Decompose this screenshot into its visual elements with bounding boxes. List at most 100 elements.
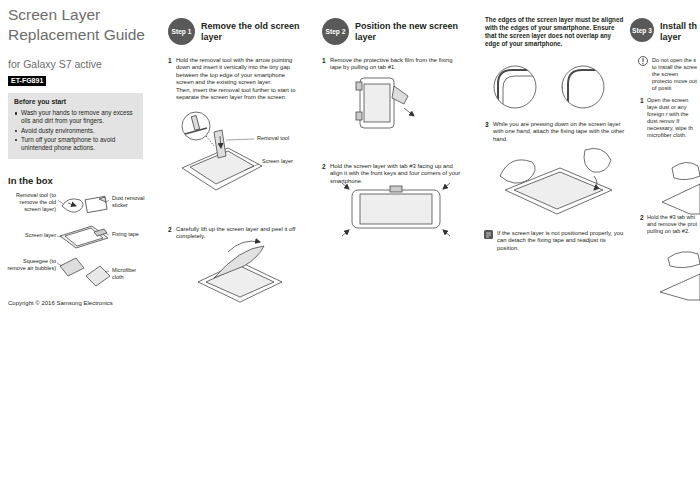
model-badge: ET-FG891	[8, 76, 46, 86]
tool-arrow	[68, 203, 76, 206]
instruction-text: Then, insert the removal tool further to…	[176, 87, 304, 102]
edge-detail-circles	[562, 64, 615, 115]
corner-arrow	[443, 183, 450, 189]
callout-number: 1	[640, 97, 644, 105]
tape-tab	[356, 82, 362, 90]
bullet-item: Avoid dusty environments.	[14, 127, 137, 135]
part-name: Microfiber cloth	[112, 267, 148, 281]
phone-drawing	[352, 190, 440, 228]
step2-film-illustration	[356, 78, 414, 128]
edge-detail-circles	[498, 70, 545, 115]
corner-arrow	[443, 230, 450, 236]
bullet-dot	[15, 139, 17, 141]
step1-peel-illustration	[198, 241, 282, 302]
hand-drawing	[500, 160, 535, 183]
part-name: Removal tool (to remove the old screen l…	[4, 192, 56, 213]
peel-arrow	[228, 241, 260, 252]
note-text: If the screen layer is not positioned pr…	[497, 230, 625, 252]
copyright-note: Copyright © 2016 Samsung Electronics	[8, 300, 113, 308]
dust-sticker-drawing	[85, 196, 107, 212]
bullet-item: Turn off your smartphone to avoid uninte…	[14, 136, 137, 152]
instruction-text: Open the screen laye dust or any foreign…	[647, 97, 698, 139]
caution-icon	[642, 63, 643, 64]
press-arrow	[594, 176, 597, 190]
leader-lines	[105, 200, 109, 203]
instruction-text: Hold the #3 tab whi and remove the prot …	[647, 214, 698, 235]
screen-layer-drawing	[364, 84, 390, 122]
box-heading: Before you start	[14, 98, 137, 106]
bullet-item: Wash your hands to remove any excess oil…	[14, 109, 137, 125]
back-film	[392, 86, 408, 104]
fixing-tape-drawing	[94, 229, 107, 236]
part-name: Removal tool	[257, 135, 289, 142]
callout-number: 2	[640, 214, 644, 222]
edge-detail-circles	[562, 64, 615, 115]
tape-tab	[356, 112, 362, 120]
zoom-circle	[182, 112, 210, 140]
section-heading: In the box	[8, 175, 53, 187]
step-heading: Install th layer	[660, 21, 699, 42]
leader-lines	[57, 236, 62, 237]
step-circle: Step 3Install th layer	[630, 18, 654, 42]
part-name: Screen layer	[262, 158, 293, 165]
cloth-drawing	[86, 266, 110, 286]
callout-number: 1	[322, 57, 326, 65]
step-circle: Step 2Position the new screen layer	[322, 18, 349, 45]
removal-tool-in-use	[214, 130, 226, 158]
caution-icon	[639, 57, 648, 66]
model-code: ET-FG891	[11, 77, 43, 84]
zoom-link	[206, 136, 214, 146]
step1-remove-illustration	[182, 112, 262, 190]
caution-icon	[639, 57, 648, 66]
pull-arrow	[404, 108, 414, 116]
screen-layer-drawing	[60, 226, 108, 248]
note-icon	[486, 235, 491, 236]
edge-detail-circles	[568, 70, 615, 115]
leader-lines	[57, 263, 62, 266]
phone-drawing	[360, 78, 394, 128]
hand-drawing	[584, 148, 611, 172]
in-the-box-items	[57, 196, 110, 286]
note-icon	[484, 230, 493, 239]
step-circle: Step 1Remove the old screen layer	[168, 18, 195, 45]
note-icon	[484, 230, 493, 239]
instruction-text: Carefully lift up the screen layer and p…	[176, 226, 302, 241]
step2-align-illustration	[342, 183, 450, 236]
hand-drawing	[672, 162, 700, 179]
caution-icon	[643, 58, 644, 62]
part-name: Squeegee (to remove air bubbles)	[4, 258, 56, 272]
callout-number: 3	[485, 121, 489, 129]
info-box: Before you startWash your hands to remov…	[8, 93, 143, 159]
leader-line	[226, 139, 254, 140]
leader-lines	[57, 200, 109, 272]
corner-arrow	[342, 230, 349, 236]
peeled-layer	[214, 246, 264, 278]
caution-text: Do not open the s to install the scree t…	[652, 57, 698, 92]
phone-drawing	[662, 184, 700, 214]
step-number: Step 2	[326, 28, 346, 35]
leader-line	[245, 164, 259, 170]
part-name: Dust removal sticker	[112, 195, 152, 209]
hand-drawing	[668, 252, 700, 268]
phone-screen	[206, 266, 274, 297]
subtitle: for Galaxy S7 active	[8, 58, 102, 71]
instruction-text: While you are pressing down on the scree…	[493, 121, 625, 143]
part-name: Fixing tape	[112, 231, 152, 238]
step-number: Step 1	[172, 28, 192, 35]
leader-lines	[105, 271, 109, 272]
callout-number: 2	[168, 226, 172, 234]
leader-lines	[58, 200, 63, 204]
phone-drawing	[660, 274, 700, 300]
callout-number: 2	[322, 163, 326, 171]
corner-arrow	[342, 183, 349, 189]
sticker-tab	[99, 197, 106, 202]
note-icon	[486, 237, 489, 238]
edge-detail-circles	[494, 66, 536, 108]
leader-lines	[105, 233, 109, 235]
warning-text: The edges of the screen layer must be al…	[485, 16, 627, 48]
step-number: Step 3	[632, 27, 652, 34]
removal-tool-drawing	[62, 199, 83, 212]
step2-press-illustration	[500, 148, 612, 214]
